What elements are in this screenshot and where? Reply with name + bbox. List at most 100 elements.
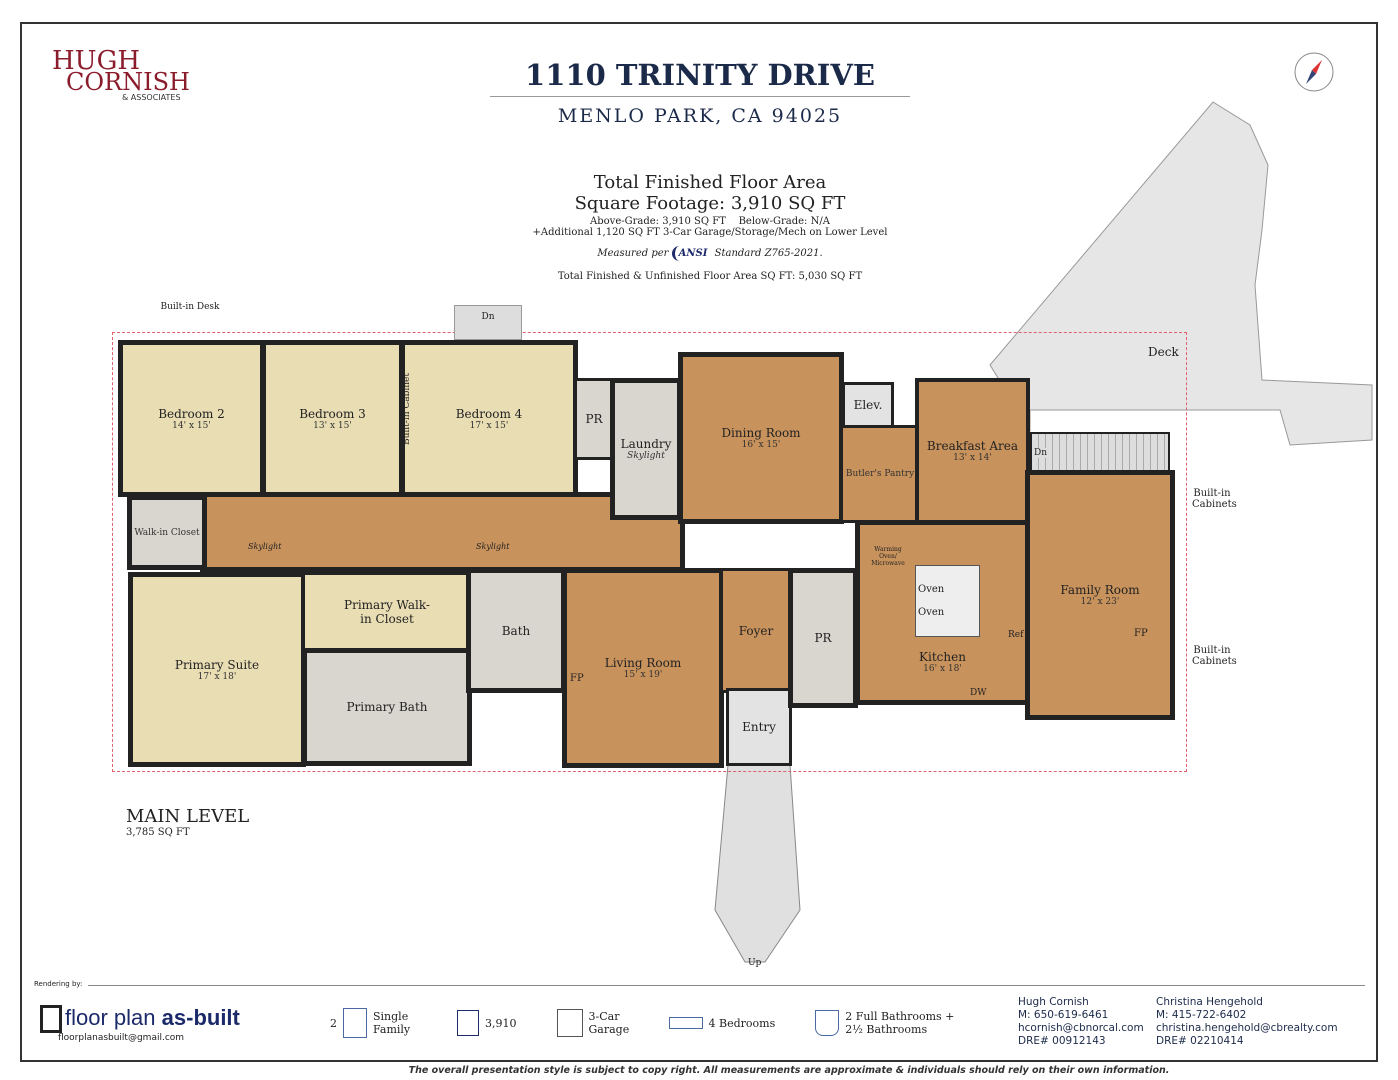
room-name: Dining Room — [721, 426, 801, 440]
stat-bathrooms: 2 Full Bathrooms + 2½ Bathrooms — [815, 1010, 955, 1036]
room-name: Bath — [501, 623, 531, 638]
agent-email[interactable]: hcornish@cbnorcal.com — [1018, 1022, 1144, 1034]
page-frame — [20, 22, 1378, 1062]
stat-garage: 3-Car Garage — [556, 1009, 630, 1037]
logo: HUGH CORNISH & ASSOCIATES — [52, 48, 190, 102]
stat-text: Single Family — [373, 1010, 411, 1036]
stat-text: 4 Bedrooms — [708, 1016, 776, 1030]
kitchen-island — [915, 565, 980, 637]
room-dim: 12' x 23' — [1080, 597, 1120, 607]
logo-line3: & ASSOCIATES — [122, 93, 181, 102]
stat-prefix: 2 — [330, 1016, 337, 1030]
room-primary-bath: Primary Bath — [302, 648, 472, 766]
room-name: Living Room — [604, 656, 682, 670]
ansi-logo: ANSI — [671, 246, 712, 261]
area-title: Total Finished Floor Area — [593, 172, 827, 193]
room-name: Bedroom 2 — [158, 406, 225, 421]
brand-logo: floor plan as-built floorplanasbuilt@gma… — [40, 1005, 240, 1043]
room-walk-in-closet: Walk-in Closet — [127, 495, 207, 570]
builtin-cabinets-label: Built-in Cabinets — [1192, 645, 1237, 667]
skylight-label: Skylight — [248, 542, 282, 551]
exterior-dashline — [112, 332, 1187, 772]
room-dim: 13' x 15' — [313, 420, 352, 431]
fireplace-label: FP — [570, 673, 584, 684]
room-name: Bedroom 4 — [455, 406, 523, 421]
builtin-desk-label: Built-in Desk — [160, 302, 220, 312]
room-dim: 15' x 19' — [623, 670, 663, 680]
warming-oven-label: Warming Oven/ Microwave — [871, 546, 905, 567]
room-dim: 16' x 15' — [741, 440, 781, 450]
room-name: Entry — [742, 720, 776, 734]
disclaimer: The overall presentation style is subjec… — [408, 1065, 1170, 1076]
room-powder-room-upper: PR — [574, 378, 614, 460]
room-name: Primary Bath — [346, 700, 428, 714]
room-name: Primary Suite — [174, 657, 260, 672]
room-powder-room: PR — [788, 568, 858, 708]
room-dim: 16' x 18' — [923, 664, 962, 674]
garage-icon — [556, 1009, 583, 1037]
level-name: MAIN LEVEL — [126, 806, 250, 827]
room-name: Bedroom 3 — [299, 406, 366, 421]
brand-email: floorplanasbuilt@gmail.com — [58, 1033, 185, 1044]
agent-phone[interactable]: M: 650-619-6461 — [1018, 1009, 1109, 1021]
room-dim: 17' x 15' — [469, 420, 509, 431]
sqft-icon — [457, 1010, 479, 1036]
agent-email[interactable]: christina.hengehold@cbrealty.com — [1156, 1022, 1338, 1034]
ref-label: Ref — [1008, 630, 1024, 640]
compass-icon — [1294, 52, 1334, 92]
room-name: Laundry — [620, 437, 672, 451]
stats-row: 2 Single Family 3,910 3-Car Garage 4 Bedr… — [330, 1008, 955, 1038]
room-name: Foyer — [738, 623, 774, 638]
room-foyer: Foyer — [720, 568, 792, 693]
room-name: PR — [814, 631, 832, 645]
rendering-by: Rendering by: — [34, 980, 83, 988]
stat-text: 2 Full Bathrooms + 2½ Bathrooms — [845, 1010, 955, 1036]
area-sqft: Square Footage: 3,910 SQ FT — [574, 193, 846, 214]
deck — [714, 101, 1373, 963]
stat-text: 3,910 — [485, 1016, 517, 1030]
room-name: Butler's Pantry — [845, 469, 915, 479]
stair-down-top[interactable]: Dn — [454, 305, 522, 340]
agent-dre: DRE# 02210414 — [1156, 1035, 1244, 1047]
area-additional: +Additional 1,120 SQ FT 3-Car Garage/Sto… — [532, 227, 888, 238]
room-dim: 13' x 14' — [953, 453, 992, 463]
elevator: Elev. — [842, 382, 894, 428]
room-name: PR — [585, 412, 603, 426]
stairs-down-family[interactable] — [1030, 432, 1170, 474]
logo-line2: CORNISH — [66, 68, 190, 96]
room-name: Kitchen — [919, 650, 966, 664]
stat-bedrooms: 4 Bedrooms — [668, 1016, 776, 1030]
stat-text: 3-Car Garage — [588, 1010, 630, 1036]
area-total: Total Finished & Unfinished Floor Area S… — [557, 271, 863, 282]
oven-label: Oven — [918, 584, 945, 595]
room-dim: 14' x 15' — [172, 420, 211, 431]
room-butlers-pantry: Butler's Pantry — [840, 425, 920, 523]
agent-phone[interactable]: M: 415-722-6402 — [1156, 1009, 1247, 1021]
builtin-cabinet-label: Built-in Cabinet — [402, 373, 412, 445]
brand-b: as-built — [161, 1005, 240, 1030]
room-name: Elev. — [853, 398, 883, 412]
room-name: Walk-in Closet — [134, 527, 200, 538]
brand-a: floor plan — [65, 1005, 156, 1030]
brand-icon — [40, 1005, 62, 1034]
room-primary-walk-in-closet: Primary Walk-in Closet — [302, 572, 472, 652]
city: MENLO PARK, CA 94025 — [557, 105, 843, 127]
room-name: Primary Walk-in Closet — [344, 598, 430, 626]
fireplace-label: FP — [1134, 628, 1148, 639]
area-grades: Above-Grade: 3,910 SQ FT Below-Grade: N/… — [590, 216, 830, 227]
room-dim: 17' x 18' — [197, 671, 237, 682]
dn-label: Dn — [481, 312, 495, 322]
bed-icon — [668, 1017, 703, 1029]
house-icon — [343, 1008, 367, 1038]
room-entry: Entry — [726, 688, 792, 766]
logo-line1: HUGH — [52, 46, 141, 76]
address: 1110 TRINITY DRIVE — [490, 58, 910, 97]
